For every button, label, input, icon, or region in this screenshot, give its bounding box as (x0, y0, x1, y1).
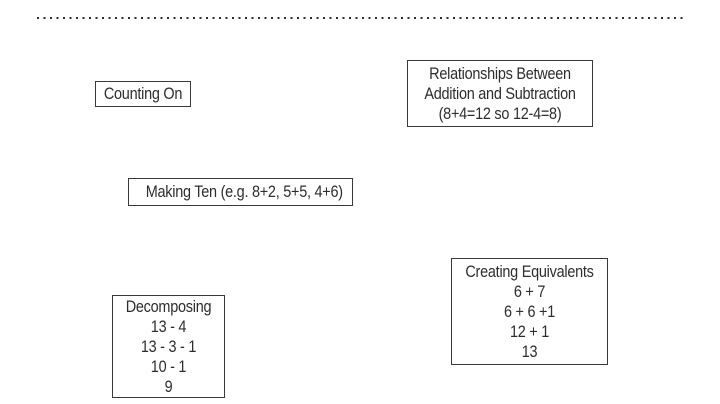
strategy-box-counting-on: Counting On (95, 81, 191, 107)
box-text-line: 13 - 4 (150, 316, 187, 336)
box-text-line: Creating Equivalents (465, 261, 594, 281)
box-text: Decomposing 13 - 4 13 - 3 - 1 10 - 1 9 (121, 297, 215, 397)
strategy-box-creating-equivalents: Creating Equivalents 6 + 7 6 + 6 +1 12 +… (451, 258, 608, 365)
box-text: Making Ten (e.g. 8+2, 5+5, 4+6) (145, 182, 343, 202)
box-text-line: 6 + 6 +1 (504, 301, 555, 321)
box-text-line: (8+4=12 so 12-4=8) (438, 103, 562, 123)
box-text: Creating Equivalents 6 + 7 6 + 6 +1 12 +… (464, 262, 596, 362)
strategy-box-making-ten: Making Ten (e.g. 8+2, 5+5, 4+6) (128, 178, 353, 206)
box-text-line: Decomposing (125, 296, 212, 316)
box-text-line: Addition and Subtraction (424, 83, 576, 103)
box-text-line: 10 - 1 (150, 356, 187, 376)
strategy-box-decomposing: Decomposing 13 - 4 13 - 3 - 1 10 - 1 9 (112, 295, 225, 398)
box-text-line: Making Ten (e.g. 8+2, 5+5, 4+6) (145, 182, 343, 201)
box-text-line: Relationships Between (429, 63, 571, 83)
box-text-line: Counting On (103, 84, 183, 103)
box-text-line: 13 - 3 - 1 (140, 336, 197, 356)
box-text-line: 12 + 1 (509, 321, 550, 341)
box-text-line: 9 (164, 376, 173, 396)
box-text-line: 6 + 7 (513, 281, 546, 301)
box-text: Relationships Between Addition and Subtr… (422, 64, 578, 124)
strategy-box-relationships-between-addition-and-subtraction: Relationships Between Addition and Subtr… (407, 60, 593, 127)
box-text-line: 13 (521, 341, 538, 361)
dotted-divider-line (37, 17, 683, 19)
box-text: Counting On (103, 84, 183, 104)
